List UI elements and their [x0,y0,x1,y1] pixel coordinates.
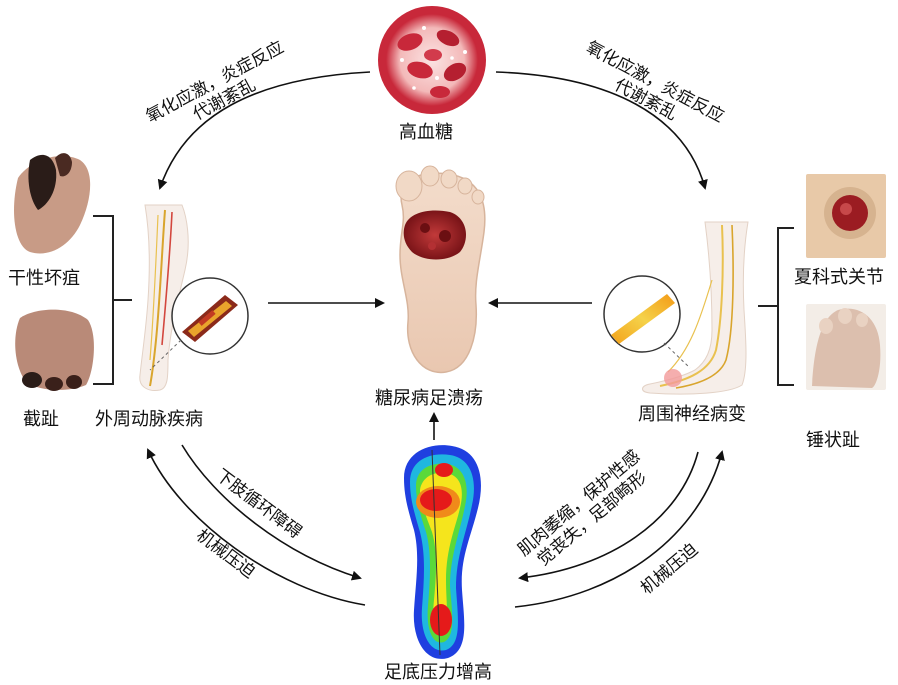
charcot-joint-photo [806,174,886,258]
hammer-toe-label: 锤状趾 [806,432,860,450]
dry-gangrene-photo [14,153,90,253]
charcot-label: 夏科式关节 [794,269,884,287]
right-bracket [758,228,794,385]
foot-ulcer-label: 糖尿病足溃疡 [375,390,483,408]
nerve-inset [604,276,680,352]
narrowed-artery-inset [172,278,248,354]
blood-vessel-icon [378,6,486,114]
hammer-toe-photo [806,304,886,390]
neuropathy-label: 周围神经病变 [638,406,746,424]
foot-ulcer-illustration [396,166,485,372]
left-bracket [93,216,132,384]
plantar-pressure-heatmap [404,445,481,659]
hyperglycemia-label: 高血糖 [399,124,453,142]
amputation-photo [15,310,94,391]
amputation-label: 截趾 [23,411,59,429]
dry-gangrene-label: 干性坏疽 [8,270,80,288]
pad-label: 外周动脉疾病 [95,411,203,429]
plantar-pressure-label: 足底压力增高 [384,664,492,682]
